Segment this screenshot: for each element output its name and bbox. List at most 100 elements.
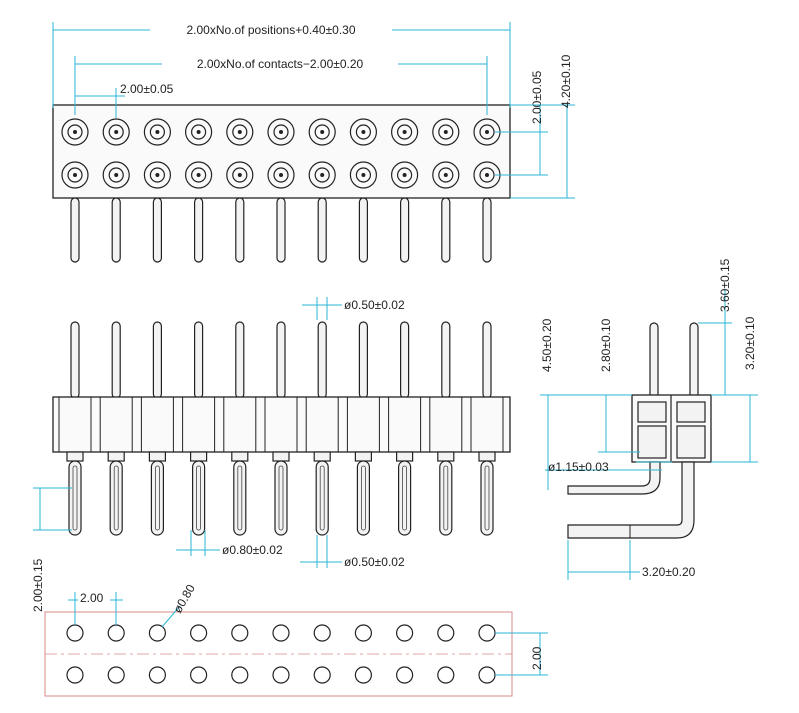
front-view-socket-core [484, 465, 490, 531]
top-view-contact-center [361, 173, 366, 177]
footprint-hole [231, 624, 249, 642]
footprint-hole [437, 624, 455, 642]
top-view-contact-center [73, 173, 77, 177]
front-view-lower-sockets [66, 451, 496, 536]
front-view-upper-pins [70, 321, 492, 399]
top-view-contact-center [402, 173, 407, 177]
front-view-upper-pin [276, 321, 286, 399]
top-view-contact-outer [143, 118, 171, 146]
dim-body-height-label: 4.50±0.20 [540, 318, 554, 372]
front-view-housing [52, 396, 511, 453]
dim-pin-top-label: ø0.50±0.02 [344, 298, 405, 312]
front-view-socket [439, 460, 453, 536]
top-view-contact-inner [232, 167, 248, 183]
dim-pin-above-label: 3.60±0.15 [718, 258, 732, 312]
top-view-contact-outer [185, 118, 213, 146]
front-view-socket [150, 460, 164, 536]
footprint-hole [354, 624, 372, 642]
top-view-pin-tail [400, 197, 410, 263]
footprint-hole [396, 624, 414, 642]
front-view-socket [398, 460, 412, 536]
top-view-contact-inner [67, 124, 83, 140]
top-view-contact-outer [432, 161, 460, 189]
front-view-upper-pin [194, 321, 204, 399]
footprint-hole-label: ø0.80 [170, 582, 198, 616]
front-view-socket-collar [313, 451, 331, 462]
footprint-hole [107, 666, 125, 684]
top-view-contact-outer [143, 161, 171, 189]
front-view-socket-core [154, 465, 160, 531]
top-view-contact-inner [191, 124, 207, 140]
footprint-hole [396, 666, 414, 684]
front-view-socket [109, 460, 123, 536]
top-view-contact-center [114, 173, 119, 177]
top-view-pin-tail [111, 197, 121, 263]
top-view-contact-outer [226, 118, 254, 146]
front-view-socket-collar [107, 451, 125, 462]
front-view-socket-core [360, 465, 366, 531]
footprint-hole [190, 666, 208, 684]
dim-bottom-length-label: 3.20±0.20 [642, 565, 696, 579]
front-view-socket [192, 460, 206, 536]
pcb-footprint: 2.00 ø0.80 2.00 [44, 582, 548, 697]
side-bent-pin-long [567, 461, 695, 539]
dim-pin-length-label: 3.20±0.10 [743, 316, 757, 370]
top-view-contact-center [155, 173, 160, 177]
side-socket-right [676, 425, 706, 459]
front-view-socket-core [72, 465, 78, 531]
top-view-contact-outer [349, 161, 377, 189]
top-view-pin-tails [70, 197, 492, 263]
top-view-contact-inner [479, 167, 495, 183]
front-view-socket-collar [354, 451, 372, 462]
footprint-hole [66, 624, 84, 642]
top-view-contact-center [443, 130, 448, 134]
top-view-contact-inner [479, 124, 495, 140]
dim-body-top-label: 2.80±0.10 [599, 318, 613, 372]
top-view-contact-inner [273, 124, 289, 140]
top-view-contact-inner [273, 167, 289, 183]
footprint-hole [478, 666, 496, 684]
front-view-socket-collar [148, 451, 166, 462]
front-view-socket-collar [231, 451, 249, 462]
footprint-hole [437, 666, 455, 684]
footprint-hole [190, 624, 208, 642]
front-view-socket-core [319, 465, 325, 531]
dim-socket-label: ø0.80±0.02 [222, 543, 283, 557]
top-view-contact-outer [308, 118, 336, 146]
footprint-hole [272, 666, 290, 684]
top-view-contact-center [114, 130, 119, 134]
dim-bend-diameter-label: ø1.15±0.03 [548, 460, 609, 474]
front-view-socket-collar [66, 451, 84, 462]
top-view-pin-tail [235, 197, 245, 263]
top-view-contact-center [402, 130, 407, 134]
top-view-contact-center [196, 130, 201, 134]
footprint-hole [313, 624, 331, 642]
top-view-contact-center [279, 130, 283, 134]
top-view-pin-tail [194, 197, 204, 263]
front-view-upper-pin [358, 321, 368, 399]
top-view-contact-center [443, 173, 448, 177]
side-view: 4.50±0.20 2.80±0.10 3.60±0.15 3.20±0.10 … [540, 258, 758, 580]
top-view-contact-inner [314, 167, 330, 183]
top-view-contact-inner [67, 167, 83, 183]
top-view-contact-outer [185, 161, 213, 189]
dim-pin-bottom-label: ø0.50±0.02 [344, 555, 405, 569]
front-view-socket-core [443, 465, 449, 531]
top-view-contact-inner [232, 124, 248, 140]
front-view-socket [274, 460, 288, 536]
top-view-contact-center [237, 173, 242, 177]
top-view-contact-center [279, 173, 283, 177]
top-view-contact-outer [432, 118, 460, 146]
top-view-contact-grid [61, 118, 501, 189]
front-view-upper-pin [317, 321, 327, 399]
dim-total-height-label: 4.20±0.10 [559, 54, 573, 108]
top-view-contact-center [320, 130, 325, 134]
footprint-hole [313, 666, 331, 684]
footprint-hole [148, 666, 166, 684]
footprint-hole [231, 666, 249, 684]
front-view-socket-core [402, 465, 408, 531]
dim-total-width-label: 2.00xNo.of positions+0.40±0.30 [186, 23, 355, 37]
top-view-contact-center [196, 173, 201, 177]
top-view-pin-tail [152, 197, 162, 263]
footprint-hole [478, 624, 496, 642]
